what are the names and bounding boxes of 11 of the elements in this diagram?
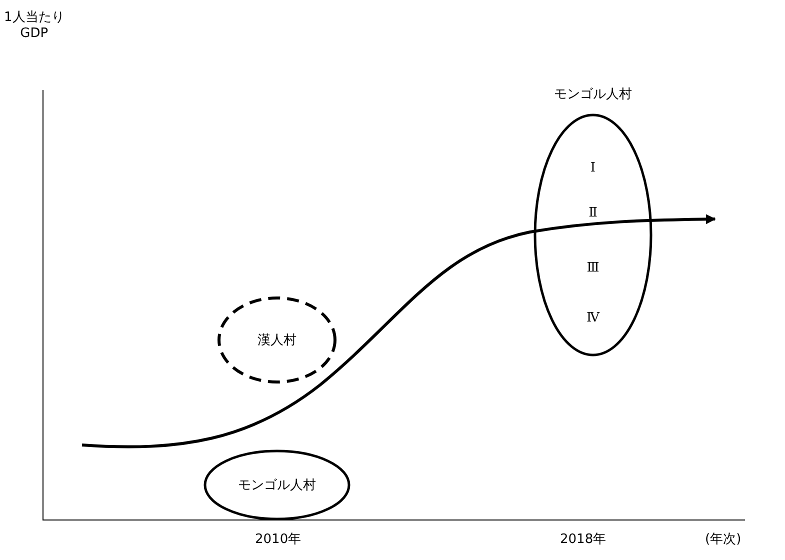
village-label: モンゴル人村 <box>238 477 316 494</box>
axis-unit-label: (年次) <box>705 531 742 548</box>
roman-numeral: Ⅳ <box>586 310 600 326</box>
village-label: 漢人村 <box>258 332 296 349</box>
axis-title: 1人当たり GDP <box>4 9 64 41</box>
roman-numeral: Ⅰ <box>590 160 596 176</box>
group-title: モンゴル人村 <box>554 86 632 103</box>
roman-numeral: Ⅱ <box>588 206 598 220</box>
axis-tick-label: 2018年 <box>560 531 606 548</box>
roman-numeral: Ⅲ <box>586 260 600 276</box>
axis-tick-label: 2010年 <box>255 531 302 548</box>
